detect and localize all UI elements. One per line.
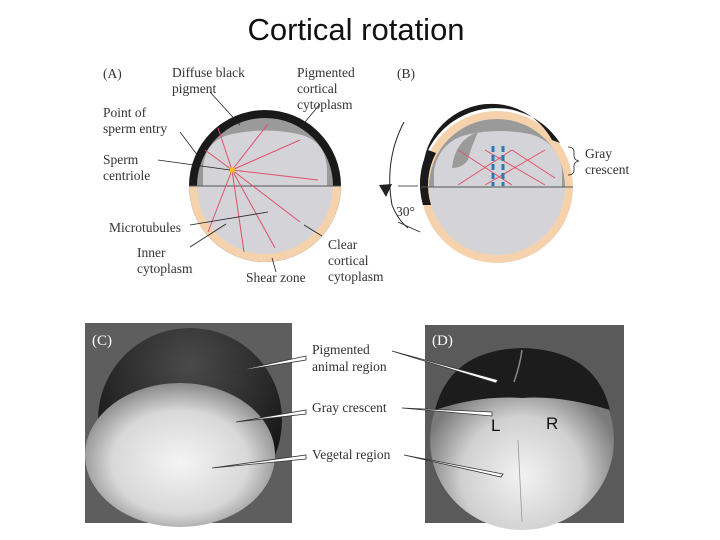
egg-d-animal bbox=[435, 348, 610, 410]
label-shear-zone: Shear zone bbox=[246, 270, 306, 285]
cleavage-plane-d bbox=[517, 439, 523, 523]
rotation-arrow bbox=[389, 121, 409, 229]
rotation-arrowhead bbox=[379, 184, 392, 197]
photo-labels: Pigmented animal region Gray crescent Ve… bbox=[211, 342, 504, 478]
label-gray-crescent-photo: Gray crescent bbox=[312, 400, 387, 415]
panel-d-letter: (D) bbox=[432, 333, 453, 349]
first-cleavage-furrow bbox=[513, 349, 523, 383]
label-pigmented-cortical-cytoplasm: Pigmented cortical cytoplasm bbox=[297, 65, 358, 112]
inner-cytoplasm-a bbox=[197, 186, 333, 254]
label-point-of-sperm-entry: Point of sperm entry bbox=[103, 105, 167, 136]
panel-d: (D) L R bbox=[425, 325, 624, 530]
label-inner-cytoplasm: Inner cytoplasm bbox=[137, 245, 193, 276]
egg-c-vegetal bbox=[85, 383, 275, 527]
egg-a bbox=[189, 110, 341, 262]
angle-rotated-line bbox=[397, 221, 421, 233]
leader-wedges bbox=[211, 350, 504, 478]
label-pigmented-animal-region: Pigmented animal region bbox=[312, 342, 387, 374]
label-clear-cortical-cytoplasm: Clear cortical cytoplasm bbox=[328, 237, 384, 284]
microtubules-b bbox=[457, 149, 556, 186]
panel-c: (C) bbox=[85, 323, 292, 527]
label-vegetal-region: Vegetal region bbox=[312, 447, 391, 462]
egg-b bbox=[420, 103, 573, 263]
rotation-angle-label: 30° bbox=[396, 204, 415, 219]
right-mark-r: R bbox=[546, 414, 558, 433]
panel-c-letter: (C) bbox=[92, 333, 112, 349]
panel-a-letter: (A) bbox=[103, 66, 122, 81]
gray-crescent-bracket bbox=[567, 146, 580, 176]
label-sperm-centriole: Sperm centriole bbox=[103, 152, 150, 183]
aligned-microtubules-b bbox=[491, 146, 505, 186]
panel-b: (B) 30° bbox=[379, 66, 629, 263]
label-diffuse-black-pigment: Diffuse black pigment bbox=[172, 65, 248, 96]
slide-title: Cortical rotation bbox=[247, 12, 465, 47]
left-mark-l: L bbox=[491, 416, 500, 435]
sperm-centriole-dot bbox=[229, 167, 235, 173]
leader-lines-a bbox=[157, 91, 323, 273]
label-microtubules: Microtubules bbox=[109, 220, 181, 235]
label-gray-crescent-b: Gray crescent bbox=[585, 146, 629, 177]
panel-b-letter: (B) bbox=[397, 66, 415, 81]
microtubules-a bbox=[204, 123, 319, 253]
panel-a: (A) bbox=[103, 65, 384, 285]
